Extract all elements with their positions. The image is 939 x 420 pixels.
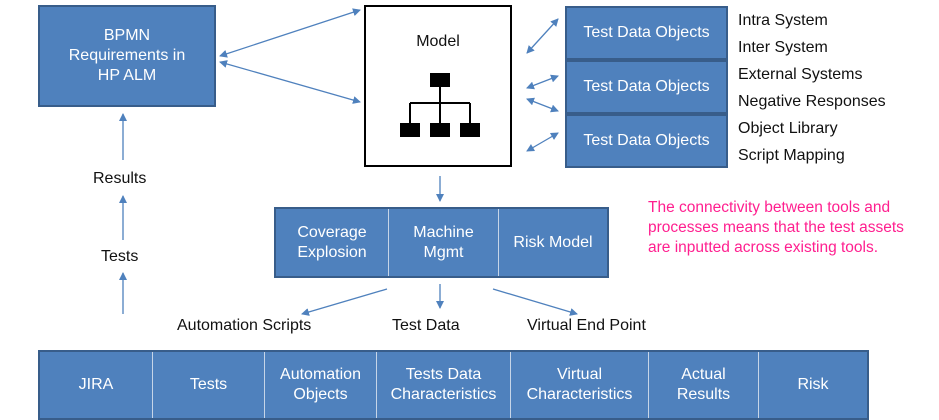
tdo-note-object-library: Object Library xyxy=(738,120,838,137)
machine-mgmt-cell: Machine Mgmt xyxy=(388,209,498,276)
middle-strip: Coverage Explosion Machine Mgmt Risk Mod… xyxy=(274,207,609,278)
tests-label: Tests xyxy=(101,248,139,265)
results-label: Results xyxy=(93,170,147,187)
arrow-model-tdo-1 xyxy=(526,18,559,54)
bottom-strip: JIRA Tests Automation Objects Tests Data… xyxy=(38,350,869,420)
tdo-note-inter-system: Inter System xyxy=(738,39,828,56)
arrow-bpmn-model-1 xyxy=(219,8,361,58)
test-data-objects-box-1: Test Data Objects xyxy=(565,6,728,60)
org-chart-icon xyxy=(400,73,480,137)
coverage-explosion-cell: Coverage Explosion xyxy=(297,223,367,261)
arrow-to-automation-scripts xyxy=(301,288,388,316)
automation-scripts-label: Automation Scripts xyxy=(177,317,312,334)
jira-cell: JIRA xyxy=(78,376,114,393)
risk-cell: Risk xyxy=(758,352,867,418)
model-box: Model xyxy=(364,5,512,167)
arrow-bpmn-model-2 xyxy=(219,60,361,104)
model-title: Model xyxy=(416,33,460,50)
tests-data-characteristics-cell: Tests Data Characteristics xyxy=(376,352,510,418)
virtual-end-point-label: Virtual End Point xyxy=(527,317,646,334)
connectivity-note: The connectivity between tools and proce… xyxy=(648,199,904,256)
arrow-to-virtual-end-point xyxy=(492,288,578,316)
test-data-label: Test Data xyxy=(392,317,460,334)
actual-results-cell: Actual Results xyxy=(648,352,758,418)
test-data-objects-box-2: Test Data Objects xyxy=(565,60,728,114)
tdo-note-intra-system: Intra System xyxy=(738,12,828,29)
bpmn-requirements-box: BPMN Requirements in HP ALM xyxy=(38,5,216,107)
arrow-model-tdo-2a xyxy=(526,74,559,90)
tdo-note-script-mapping: Script Mapping xyxy=(738,147,845,164)
test-data-objects-box-3: Test Data Objects xyxy=(565,114,728,168)
virtual-characteristics-cell: Virtual Characteristics xyxy=(510,352,648,418)
risk-model-cell: Risk Model xyxy=(498,209,607,276)
tdo-note-negative-responses: Negative Responses xyxy=(738,93,886,110)
tdo-note-external-systems: External Systems xyxy=(738,66,863,83)
arrow-model-tdo-2b xyxy=(526,97,559,113)
automation-objects-cell: Automation Objects xyxy=(264,352,376,418)
arrow-model-tdo-3 xyxy=(526,132,559,152)
tests-cell: Tests xyxy=(152,352,264,418)
